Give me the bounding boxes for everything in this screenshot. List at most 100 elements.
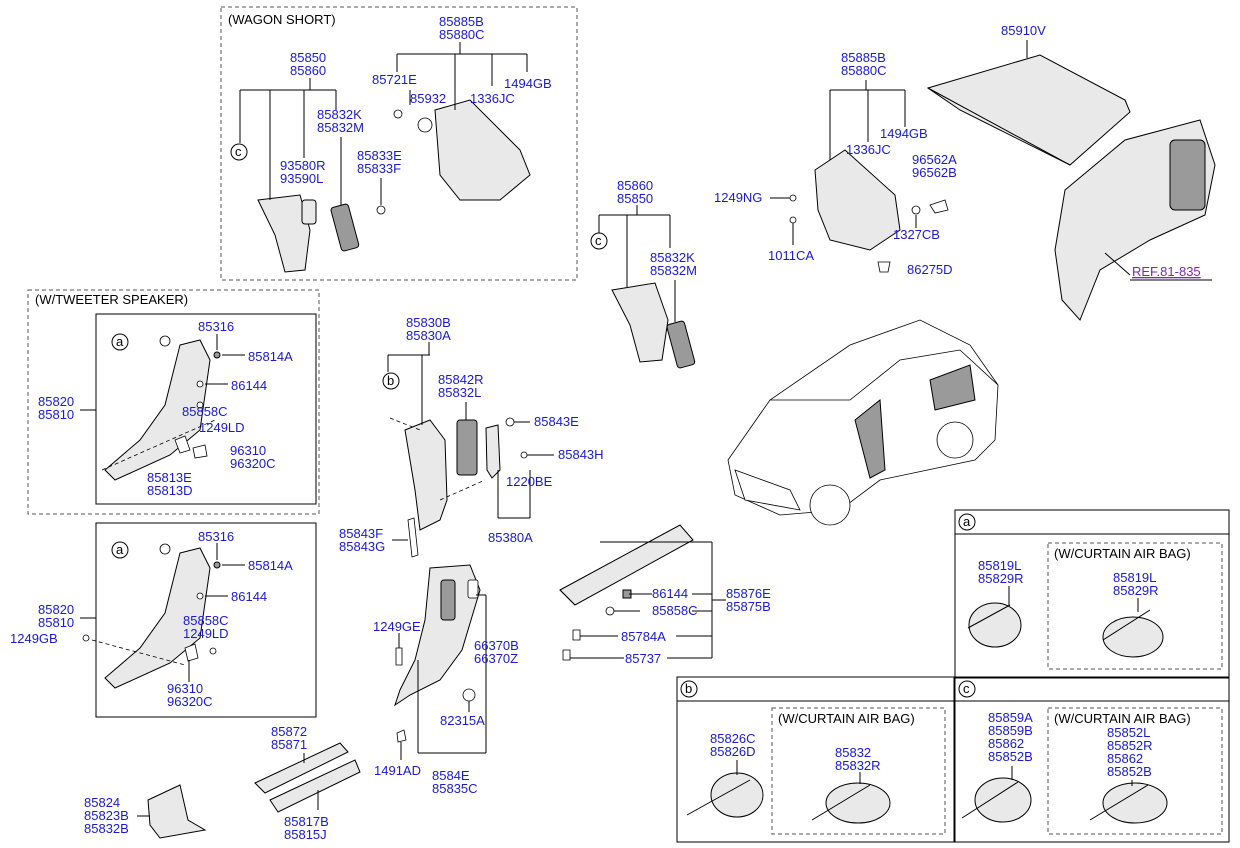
part-number-label: 85852R bbox=[1107, 738, 1153, 753]
detail-b-box bbox=[676, 676, 955, 843]
part-number-label: 85826C bbox=[710, 731, 756, 746]
part-number-label: 85819L bbox=[1113, 570, 1156, 585]
lower-b-pillar bbox=[394, 564, 481, 707]
part-number-label: 85830B bbox=[406, 315, 451, 330]
detail-c-curtain-bracket bbox=[1089, 782, 1168, 824]
part-number-label: 85880C bbox=[841, 63, 887, 78]
part-number-label: 1249GE bbox=[373, 619, 421, 634]
detail-c-curtain-title: (W/CURTAIN AIR BAG) bbox=[1054, 711, 1191, 726]
part-number-label: 86275D bbox=[907, 262, 953, 277]
part-number-label: 85819L bbox=[978, 558, 1021, 573]
part-number-label: 1494GB bbox=[880, 126, 928, 141]
part-number-label: 66370Z bbox=[474, 651, 518, 666]
part-number-label: 85880C bbox=[439, 27, 485, 42]
part-number-label: 96320C bbox=[230, 456, 276, 471]
part-number-label: 1249NG bbox=[714, 190, 762, 205]
kick-panel bbox=[147, 784, 207, 839]
detail-c-curtain-frame bbox=[1047, 707, 1223, 835]
detail-b-bracket bbox=[686, 772, 764, 818]
callout-b-center: b bbox=[382, 372, 400, 390]
part-number-label: 85852B bbox=[988, 749, 1033, 764]
part-number-label: 1327CB bbox=[893, 227, 940, 242]
van-illustration bbox=[727, 319, 999, 526]
svg-text:a: a bbox=[116, 542, 124, 557]
part-number-label: 85832K bbox=[650, 250, 695, 265]
part-number-label: 85858C bbox=[183, 613, 229, 628]
detail-b-curtain-title: (W/CURTAIN AIR BAG) bbox=[778, 711, 915, 726]
detail-b-curtain-bracket bbox=[811, 782, 891, 824]
part-number-label: 96320C bbox=[167, 694, 213, 709]
part-number-label: 85843G bbox=[339, 539, 385, 554]
part-number-label: 85832B bbox=[84, 821, 129, 836]
part-number-label: 96562B bbox=[912, 165, 957, 180]
ref-81-835-link[interactable]: REF.81-835 bbox=[1132, 264, 1201, 279]
part-number-label: 96310 bbox=[230, 443, 266, 458]
part-number-label: 85813E bbox=[147, 470, 192, 485]
part-number-label: 1491AD bbox=[374, 763, 421, 778]
scuff-plate-rear bbox=[269, 759, 361, 813]
part-number-label: 93580R bbox=[280, 158, 326, 173]
svg-text:c: c bbox=[963, 681, 970, 696]
wagon-pillar-trim bbox=[257, 194, 311, 273]
part-number-label: 85830A bbox=[406, 328, 451, 343]
part-number-label: 85820 bbox=[38, 602, 74, 617]
part-number-label: 85813D bbox=[147, 483, 193, 498]
tweeter-a-pillar bbox=[104, 339, 211, 481]
part-number-label: 85829R bbox=[1113, 583, 1159, 598]
part-number-label: 85858C bbox=[652, 603, 698, 618]
part-number-label: 85815J bbox=[284, 827, 327, 842]
part-number-label: 85862 bbox=[1107, 751, 1143, 766]
b-pillar-grip bbox=[485, 424, 501, 479]
part-number-label: 1494GB bbox=[504, 76, 552, 91]
luggage-cover bbox=[926, 54, 1131, 166]
part-number-label: 85810 bbox=[38, 407, 74, 422]
detail-a-bracket bbox=[967, 602, 1022, 648]
detail-a-curtain-bracket bbox=[1102, 609, 1164, 658]
part-number-label: 85843F bbox=[339, 526, 383, 541]
svg-text:a: a bbox=[116, 334, 124, 349]
b-pillar-grille bbox=[456, 419, 478, 476]
tweeter-frame bbox=[27, 289, 320, 515]
part-number-label: 85860 bbox=[290, 63, 326, 78]
part-number-label: 85826D bbox=[710, 744, 756, 759]
part-number-label: 85860 bbox=[617, 178, 653, 193]
part-number-label: 85850 bbox=[290, 50, 326, 65]
part-number-label: 85835C bbox=[432, 781, 478, 796]
part-number-label: 1249LD bbox=[183, 626, 229, 641]
center-grille bbox=[666, 320, 696, 369]
part-number-label: 1249GB bbox=[10, 631, 58, 646]
tweeter-inner-box bbox=[95, 313, 317, 505]
part-number-label: 96310 bbox=[167, 681, 203, 696]
part-number-label: 85852L bbox=[1107, 725, 1150, 740]
callout-c-center: c bbox=[590, 232, 608, 250]
detail-a-curtain-title: (W/CURTAIN AIR BAG) bbox=[1054, 546, 1191, 561]
part-number-label: 85832 bbox=[835, 745, 871, 760]
b-pillar-trim bbox=[404, 419, 448, 531]
part-number-label: 1011CA bbox=[768, 248, 814, 263]
detail-c-box bbox=[954, 676, 1230, 843]
lower-a-pillar-box bbox=[95, 522, 317, 718]
part-number-label: 85817B bbox=[284, 814, 329, 829]
part-number-label: 85823B bbox=[84, 808, 129, 823]
wagon-cover bbox=[301, 199, 317, 225]
callout-a-detail: a bbox=[958, 513, 976, 531]
callout-b-detail: b bbox=[680, 680, 698, 698]
wagon-clip bbox=[393, 109, 403, 119]
part-number-label: 85316 bbox=[198, 319, 234, 334]
tweeter-title: (W/TWEETER SPEAKER) bbox=[35, 292, 188, 307]
part-number-label: 85852B bbox=[1107, 764, 1152, 779]
part-number-label: 1336JC bbox=[470, 91, 515, 106]
callout-c-detail: c bbox=[958, 680, 976, 698]
part-number-label: 85316 bbox=[198, 529, 234, 544]
part-number-label: 85872 bbox=[271, 724, 307, 739]
part-number-label: 1249LD bbox=[199, 420, 245, 435]
right-quarter-trim bbox=[814, 149, 901, 251]
lower-a-pillar bbox=[104, 547, 211, 689]
part-number-label: 85832R bbox=[835, 758, 881, 773]
part-number-label: 86144 bbox=[231, 378, 267, 393]
part-number-label: 85843H bbox=[558, 447, 604, 462]
part-number-label: 85824 bbox=[84, 795, 120, 810]
detail-c-bracket bbox=[961, 777, 1032, 823]
